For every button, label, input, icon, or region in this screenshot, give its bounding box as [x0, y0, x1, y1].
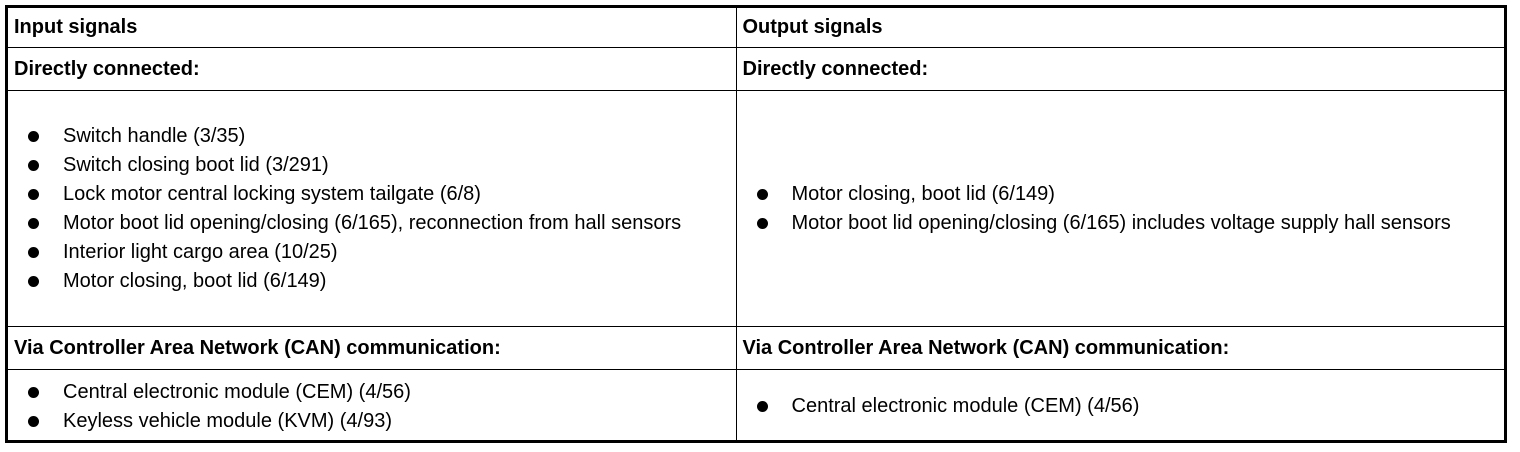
list-item: Switch closing boot lid (3/291) [14, 151, 730, 180]
signals-table: Input signals Output signals Directly co… [8, 8, 1504, 443]
list-item-text: Motor closing, boot lid (6/149) [791, 182, 1055, 205]
list-item-text: Switch handle (3/35) [63, 124, 246, 147]
list-item: Motor boot lid opening/closing (6/165), … [14, 209, 730, 238]
input-signals-header: Input signals [8, 8, 737, 48]
bullet-icon [28, 415, 39, 427]
output-direct-cell: Motor closing, boot lid (6/149) Motor boo… [735, 90, 1504, 327]
list-item-text: Central electronic module (CEM) (4/56) [63, 380, 411, 403]
bullet-icon [756, 401, 768, 412]
list-item: Central electronic module (CEM) (4/56) [743, 392, 1499, 421]
direct-signals-row: Switch handle (3/35) Switch closing boot … [8, 90, 1504, 327]
can-label-row: Via Controller Area Network (CAN) commun… [8, 326, 1504, 370]
list-item-text: Motor boot lid opening/closing (6/165) i… [791, 211, 1451, 234]
direct-label-row: Directly connected: Directly connected: [8, 47, 1504, 91]
bullet-icon [28, 217, 39, 229]
input-direct-label: Directly connected: [8, 47, 737, 91]
output-direct-label: Directly connected: [735, 47, 1504, 91]
input-can-list: Central electronic module (CEM) (4/56) Ke… [14, 378, 730, 436]
bullet-icon [28, 188, 39, 200]
output-direct-list: Motor closing, boot lid (6/149) Motor boo… [743, 180, 1499, 238]
header-row: Input signals Output signals [8, 8, 1504, 48]
can-signals-row: Central electronic module (CEM) (4/56) Ke… [8, 369, 1504, 443]
list-item-text: Motor boot lid opening/closing (6/165), … [63, 211, 682, 234]
list-item: Switch handle (3/35) [14, 122, 730, 151]
list-item: Motor boot lid opening/closing (6/165) i… [743, 209, 1499, 238]
list-item: Motor closing, boot lid (6/149) [14, 267, 730, 296]
list-item-text: Motor closing, boot lid (6/149) [63, 269, 327, 292]
bullet-icon [756, 217, 768, 229]
input-can-cell: Central electronic module (CEM) (4/56) Ke… [8, 369, 737, 443]
output-can-label: Via Controller Area Network (CAN) commun… [735, 326, 1504, 370]
bullet-icon [28, 275, 39, 287]
input-direct-cell: Switch handle (3/35) Switch closing boot … [8, 90, 737, 327]
list-item-text: Central electronic module (CEM) (4/56) [791, 395, 1140, 417]
list-item-text: Interior light cargo area (10/25) [63, 240, 338, 263]
bullet-icon [28, 130, 39, 142]
list-item-text: Keyless vehicle module (KVM) (4/93) [63, 409, 393, 432]
list-item: Motor closing, boot lid (6/149) [743, 180, 1499, 209]
input-can-label: Via Controller Area Network (CAN) commun… [8, 326, 737, 370]
list-item: Lock motor central locking system tailga… [14, 180, 730, 209]
list-item: Interior light cargo area (10/25) [14, 238, 730, 267]
list-item: Keyless vehicle module (KVM) (4/93) [14, 407, 730, 436]
signals-table-frame: Input signals Output signals Directly co… [5, 5, 1507, 443]
list-item-text: Lock motor central locking system tailga… [63, 182, 481, 205]
list-item: Central electronic module (CEM) (4/56) [14, 378, 730, 407]
list-item-text: Switch closing boot lid (3/291) [63, 153, 329, 176]
bullet-icon [28, 386, 39, 398]
bullet-icon [28, 246, 39, 258]
output-signals-header: Output signals [735, 8, 1504, 48]
bullet-icon [28, 159, 39, 171]
input-direct-list: Switch handle (3/35) Switch closing boot … [14, 122, 730, 296]
output-can-cell: Central electronic module (CEM) (4/56) [735, 369, 1504, 443]
output-can-list: Central electronic module (CEM) (4/56) [743, 392, 1499, 421]
bullet-icon [756, 188, 768, 200]
